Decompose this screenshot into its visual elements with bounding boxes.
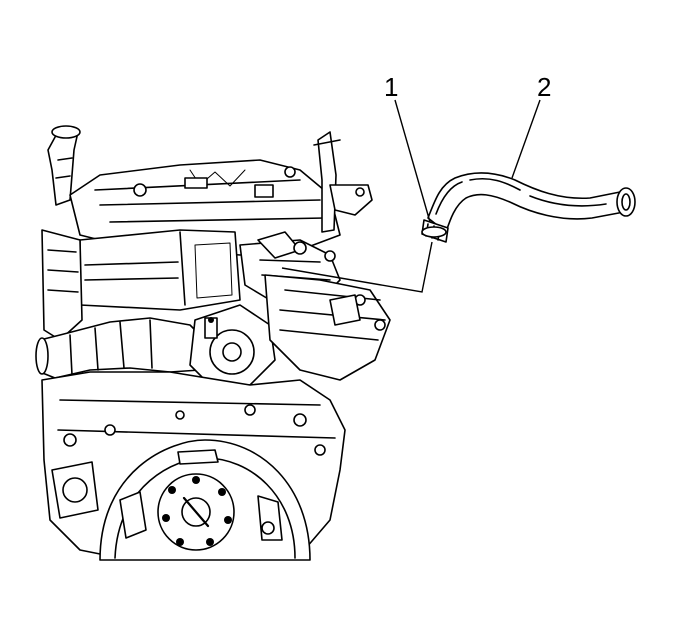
pump-cluster [189, 304, 276, 386]
leader-line-2 [511, 99, 541, 179]
hose-clamp [421, 219, 449, 243]
callout-label-1: 1 [384, 72, 398, 102]
left-filler-tube [47, 125, 81, 206]
connection-line [281, 241, 433, 293]
engine-cover [79, 229, 241, 311]
callout-label-2: 2 [537, 72, 551, 102]
upper-right-bracket [329, 184, 373, 216]
right-head [264, 274, 391, 381]
leader-line-1 [394, 99, 431, 223]
flywheel [99, 439, 311, 561]
left-block [41, 229, 83, 341]
lower-left-bracket [51, 461, 99, 519]
lower-left-hose [35, 317, 211, 379]
engine-assembly [35, 125, 391, 561]
leader-lines [281, 99, 541, 293]
upper-pipe [313, 131, 341, 233]
coolant-hose [421, 172, 636, 243]
